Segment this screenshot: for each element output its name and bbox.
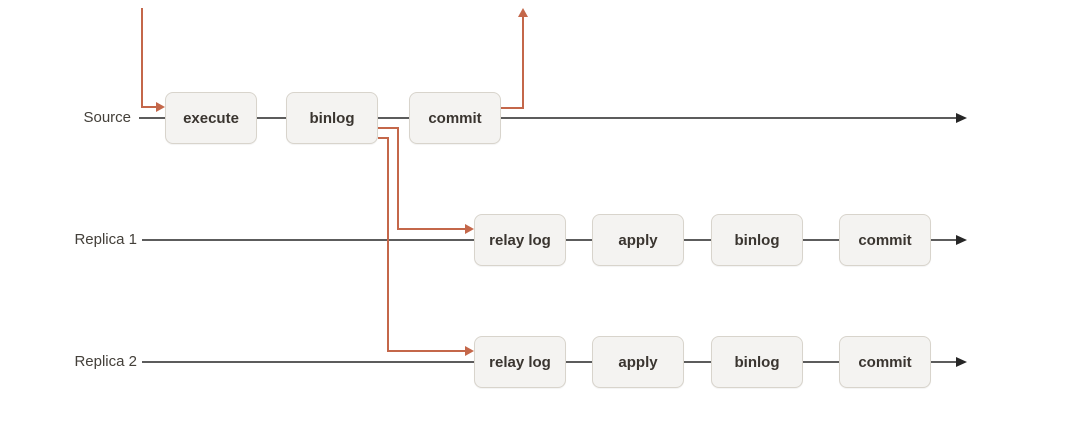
box-replica-2-binlog: binlog <box>711 336 803 388</box>
connector-r2-arrowhead-icon <box>465 346 474 356</box>
box-replica-2-apply: apply <box>592 336 684 388</box>
box-source-execute: execute <box>165 92 257 144</box>
connector-r2-horizontal-1 <box>378 137 389 139</box>
box-source-binlog: binlog <box>286 92 378 144</box>
connector-r1-arrowhead-icon <box>465 224 474 234</box>
row-label-replica-2: Replica 2 <box>74 353 137 370</box>
box-source-commit: commit <box>409 92 501 144</box>
connector-ack-vertical <box>522 16 524 109</box>
box-replica-2-relay-log: relay log <box>474 336 566 388</box>
connector-r2-horizontal-2 <box>387 350 465 352</box>
row-label-source: Source <box>83 109 131 126</box>
connector-r2-vertical <box>387 137 389 352</box>
connector-client-vertical <box>141 8 143 107</box>
row-label-replica-1: Replica 1 <box>74 231 137 248</box>
connector-r1-horizontal-1 <box>378 127 399 129</box>
replica-2-timeline-arrowhead-icon <box>956 357 967 367</box>
box-replica-1-apply: apply <box>592 214 684 266</box>
connector-r1-vertical <box>397 127 399 230</box>
connector-ack-horizontal <box>501 107 524 109</box>
replica-1-timeline-arrowhead-icon <box>956 235 967 245</box>
box-replica-2-commit: commit <box>839 336 931 388</box>
connector-client-horizontal <box>141 106 156 108</box>
connector-r1-horizontal-2 <box>397 228 465 230</box>
box-replica-1-commit: commit <box>839 214 931 266</box>
source-timeline-arrowhead-icon <box>956 113 967 123</box>
connector-ack-arrowhead-icon <box>518 8 528 17</box>
box-replica-1-relay-log: relay log <box>474 214 566 266</box>
source-timeline <box>139 117 956 119</box>
connector-client-arrowhead-icon <box>156 102 165 112</box>
box-replica-1-binlog: binlog <box>711 214 803 266</box>
